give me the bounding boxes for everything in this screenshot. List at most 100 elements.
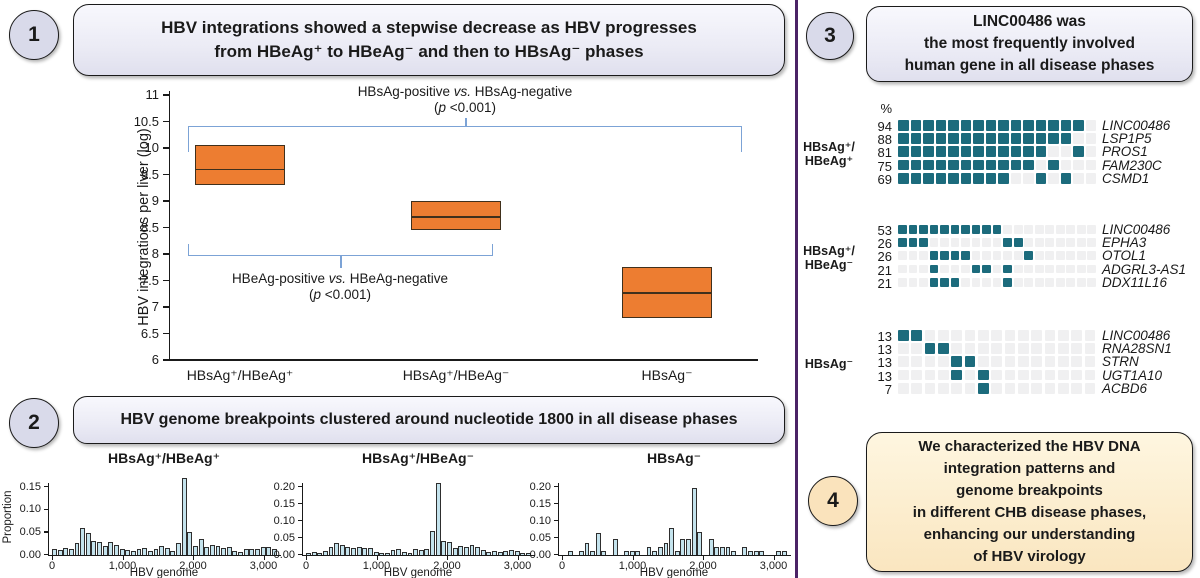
- histogram-bar: [503, 550, 509, 555]
- panel2-badge: 2: [9, 398, 59, 448]
- heatmap-cell: [908, 251, 918, 261]
- heatmap-cell: [1031, 343, 1043, 354]
- heatmap-cell: [1058, 343, 1069, 354]
- percent-value: 75: [877, 158, 892, 174]
- heatmap-cell: [898, 369, 909, 381]
- heatmap-cell: [935, 146, 947, 158]
- heatmap-cell: [992, 225, 1002, 234]
- heatmap-cell: [1045, 251, 1055, 261]
- heatmap-cell: [1058, 330, 1069, 341]
- heatmap-cell: [998, 120, 1009, 131]
- histogram-bar: [97, 542, 102, 555]
- heatmap-cell: [1087, 264, 1097, 274]
- x-tick: [52, 555, 54, 560]
- histogram-bar: [492, 551, 497, 555]
- heatmap-cell: [978, 356, 989, 368]
- histogram-bar: [221, 548, 227, 555]
- heatmap-cell: [911, 356, 923, 368]
- heatmap-cell: [1003, 238, 1012, 247]
- heatmap-cell: [960, 120, 972, 131]
- heatmap-cell: [898, 356, 909, 368]
- histogram-bar: [624, 550, 629, 555]
- histogram-bar: [595, 532, 601, 555]
- x-tick-label: 2,000: [179, 559, 207, 572]
- heatmap-cell: [938, 330, 949, 341]
- histogram-bar: [567, 550, 573, 555]
- chart-title: HBsAg⁺/HBeAg⁻: [361, 450, 474, 466]
- gene-label: STRN: [1102, 354, 1139, 370]
- heatmap-cell: [992, 238, 1002, 247]
- heatmap-cell: [991, 343, 1003, 354]
- histogram-bar: [260, 546, 266, 555]
- histogram-bar: [102, 545, 108, 555]
- histogram-bar: [657, 547, 663, 555]
- heatmap-cell: [1024, 264, 1034, 274]
- histogram-bar: [80, 527, 86, 555]
- x-axis-title: HBV genome: [639, 567, 709, 578]
- percent-value: 81: [877, 145, 892, 161]
- percent-value: 13: [877, 368, 892, 384]
- heatmap-cell: [1045, 277, 1055, 287]
- y-tick-label: 10.5: [133, 113, 159, 129]
- heatmap-cell: [992, 277, 1002, 287]
- histogram-bar: [686, 539, 691, 555]
- heatmap-cell: [978, 382, 989, 394]
- box-whisker: [195, 145, 285, 186]
- histogram-bar: [590, 550, 596, 555]
- heatmap-cell: [1018, 356, 1029, 368]
- heatmap-cell: [1013, 264, 1023, 274]
- y-axis: [168, 91, 170, 360]
- heatmap-cell: [1055, 251, 1065, 261]
- gene-label: PROS1: [1102, 144, 1148, 160]
- histogram-bar: [91, 541, 97, 555]
- heatmap-cell: [929, 238, 939, 247]
- y-tick-label: 9.5: [140, 166, 159, 182]
- heatmap-cell: [1060, 146, 1072, 158]
- heatmap-cell: [973, 159, 984, 171]
- heatmap-cell: [950, 238, 960, 247]
- x-axis-title: HBV genome: [129, 567, 199, 578]
- heatmap-cell: [919, 238, 928, 247]
- histogram-bar: [322, 551, 328, 555]
- heatmap-cell: [1058, 369, 1069, 381]
- panel3-badge: 3: [806, 12, 854, 60]
- heatmap-cell: [898, 330, 909, 341]
- heatmap-cell: [938, 382, 949, 394]
- heatmap-cell: [982, 251, 991, 261]
- box-whisker: [411, 201, 501, 231]
- percent-value: 53: [877, 223, 892, 238]
- heatmap-cell: [1048, 146, 1059, 158]
- heatmap-cell: [951, 382, 963, 394]
- gene-label: LINC00486: [1102, 222, 1171, 237]
- histogram-bar: [334, 543, 340, 555]
- heatmap-cell: [1071, 356, 1083, 368]
- heatmap-cell: [1024, 277, 1034, 287]
- percent-value: 13: [877, 355, 892, 371]
- y-tick: [163, 279, 169, 282]
- heatmap-cell: [898, 159, 909, 171]
- heatmap-cell: [973, 133, 984, 144]
- heatmap-cell: [898, 277, 907, 287]
- x-tick: [517, 555, 519, 560]
- heatmap-cell: [940, 251, 949, 261]
- percent-value: 94: [877, 119, 892, 134]
- y-tick: [44, 554, 48, 556]
- histogram-bar: [652, 550, 658, 555]
- y-tick-label: 11: [145, 87, 160, 102]
- percent-value: 26: [877, 236, 892, 252]
- heatmap-cell: [919, 264, 928, 274]
- percent-value: 21: [877, 275, 892, 291]
- heatmap-cell: [1024, 251, 1034, 261]
- heatmap-cell: [978, 343, 989, 354]
- y-tick: [298, 520, 302, 522]
- histogram-bar: [125, 550, 131, 555]
- y-tick-label: 0.20: [529, 480, 551, 493]
- heatmap-cell: [1084, 356, 1096, 368]
- histogram-bar: [317, 552, 323, 555]
- histogram-bar: [390, 550, 396, 555]
- heatmap-cell: [1004, 330, 1016, 341]
- heatmap-cell: [919, 251, 928, 261]
- gene-label: OTOL1: [1102, 248, 1147, 264]
- heatmap-cell: [985, 120, 997, 131]
- group-label: HBsAg⁺/ HBeAg⁺: [803, 140, 855, 168]
